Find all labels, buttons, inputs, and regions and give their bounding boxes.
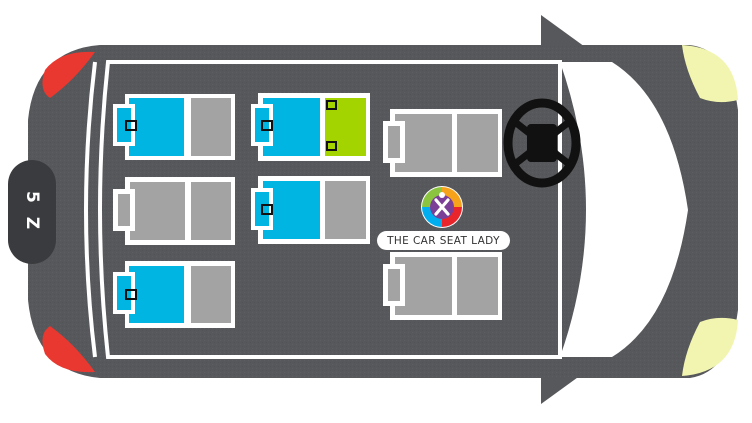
seat-row2-center [251, 176, 370, 244]
license-plate: 5 Z [8, 160, 56, 264]
windshield [560, 62, 688, 357]
logo-text: THE CAR SEAT LADY [387, 234, 500, 247]
seat-row3-left [113, 261, 235, 328]
seat-row2-left [113, 177, 235, 245]
rear-window-line [84, 61, 97, 358]
seat-row1-left [113, 94, 235, 160]
head-light-bottom [682, 317, 738, 376]
seat-row1-center [251, 93, 370, 161]
license-plate-text: 5 Z [22, 190, 42, 234]
steering-wheel-icon [503, 98, 581, 188]
seat-row3-right [383, 252, 502, 320]
logo-icon [421, 186, 463, 228]
cabin-outline [98, 60, 562, 359]
side-mirror-top [541, 15, 592, 52]
seat-row1-right [383, 109, 502, 177]
logo-label: THE CAR SEAT LADY [377, 231, 510, 250]
head-light-top [682, 45, 738, 103]
tail-light-top [42, 51, 95, 98]
tail-light-bottom [42, 326, 95, 373]
